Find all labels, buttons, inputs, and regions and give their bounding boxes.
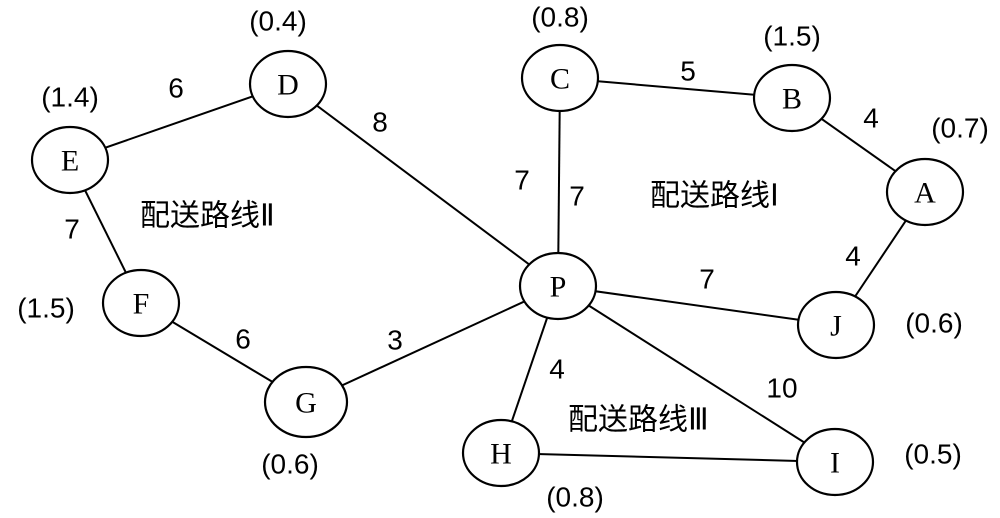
node-i: I (0.5) xyxy=(795,427,962,497)
node-j: J (0.6) xyxy=(796,290,963,360)
edge-weight-p-i: 10 xyxy=(766,373,797,404)
node-circle-b xyxy=(752,63,832,133)
node-demand-b: (1.5) xyxy=(763,21,821,52)
edge-weight-e-f: 7 xyxy=(64,214,80,245)
route-label-3: 配送路线Ⅲ xyxy=(568,403,709,438)
edge-j-p xyxy=(557,285,837,326)
node-f: F (1.5) xyxy=(17,268,181,338)
node-label-g: G xyxy=(295,387,317,420)
edge-weight-p-c: 7 xyxy=(569,181,585,212)
node-circle-d xyxy=(248,49,328,119)
node-circle-h xyxy=(461,418,541,488)
node-demand-a: (0.7) xyxy=(931,113,989,144)
node-circle-c xyxy=(520,43,600,113)
node-label-c: C xyxy=(550,63,570,96)
edges-layer xyxy=(69,77,926,463)
edge-weight-p-h: 4 xyxy=(549,354,565,385)
edge-weight-c-b: 5 xyxy=(680,56,696,87)
node-label-b: B xyxy=(782,83,802,116)
node-demand-j: (0.6) xyxy=(905,308,963,339)
edge-h-i xyxy=(500,452,836,463)
node-label-a: A xyxy=(914,177,936,210)
edge-d-p xyxy=(287,83,559,287)
node-d: D (0.4) xyxy=(248,6,328,119)
node-circle-g xyxy=(263,365,349,439)
node-b: B (1.5) xyxy=(752,21,832,133)
node-circle-a xyxy=(885,157,965,227)
node-label-d: D xyxy=(277,69,299,102)
route-label-1: 配送路线Ⅰ xyxy=(650,179,779,214)
node-circle-p xyxy=(518,251,598,321)
labels-layer: 配送路线Ⅰ 配送路线Ⅱ 配送路线Ⅲ 7 5 4 4 7 7 6 8 7 6 3 4 10 xyxy=(64,56,879,438)
node-circle-i xyxy=(795,427,875,497)
node-label-p: P xyxy=(550,271,567,304)
node-label-j: J xyxy=(830,310,842,343)
edge-weight-a-j: 4 xyxy=(845,241,861,272)
node-p: P xyxy=(518,251,598,321)
edge-weight-g-p: 3 xyxy=(387,325,403,356)
edge-weight-j-p: 7 xyxy=(699,264,715,295)
route-label-2: 配送路线Ⅱ xyxy=(140,199,275,234)
node-c: C (0.8) xyxy=(520,2,600,113)
node-label-i: I xyxy=(830,447,840,480)
edge-g-p xyxy=(305,285,559,403)
node-label-e: E xyxy=(61,145,79,178)
edge-p-c xyxy=(557,77,561,287)
edge-weight-e-d: 6 xyxy=(168,73,184,104)
node-label-h: H xyxy=(490,438,512,471)
node-demand-c: (0.8) xyxy=(531,2,589,33)
node-demand-f: (1.5) xyxy=(17,293,75,324)
edge-weight-b-a: 4 xyxy=(863,103,879,134)
edge-weight-extra-label: 7 xyxy=(514,165,530,196)
node-circle-e xyxy=(30,125,110,195)
node-a: A (0.7) xyxy=(885,113,989,227)
node-e: E (1.4) xyxy=(30,82,110,195)
edge-weight-f-g: 6 xyxy=(235,324,251,355)
node-demand-i: (0.5) xyxy=(904,439,962,470)
node-g: G (0.6) xyxy=(261,365,349,480)
nodes-layer: P A (0.7) B (1.5) C (0.8) D (0.4) E (1.4) F (1.5) G (0… xyxy=(17,2,989,513)
node-circle-f xyxy=(101,268,181,338)
node-label-f: F xyxy=(133,288,150,321)
node-demand-d: (0.4) xyxy=(249,6,307,37)
node-demand-e: (1.4) xyxy=(41,82,99,113)
node-h: H (0.8) xyxy=(461,418,604,513)
edge-weight-d-p: 8 xyxy=(372,107,388,138)
node-demand-h: (0.8) xyxy=(546,482,604,513)
edge-p-i xyxy=(557,285,836,463)
node-demand-g: (0.6) xyxy=(261,449,319,480)
node-circle-j xyxy=(796,290,876,360)
